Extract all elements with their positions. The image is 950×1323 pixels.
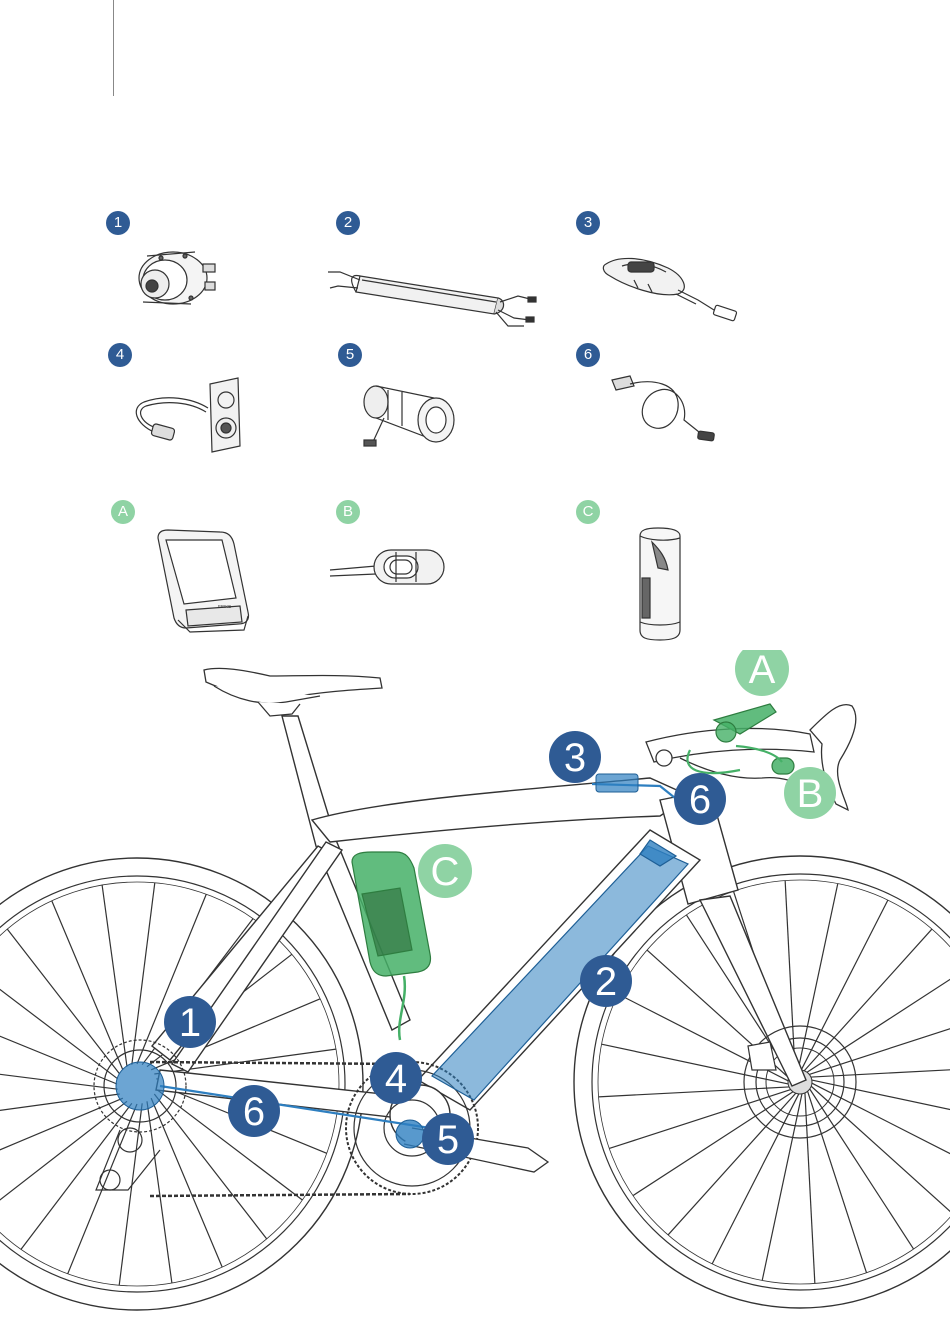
svg-text:C: C	[431, 850, 460, 894]
svg-text:6: 6	[689, 778, 711, 822]
display-brand-text: EBIKE	[218, 604, 231, 609]
highlight-control-unit	[596, 774, 638, 792]
spoke	[812, 1080, 950, 1120]
component-badge-4: 4	[108, 343, 132, 367]
spoke	[801, 900, 888, 1070]
component-badge-3: 3	[576, 211, 600, 235]
svg-text:4: 4	[385, 1057, 407, 1101]
internal-battery-icon	[322, 262, 544, 330]
charging-port-icon	[126, 374, 254, 460]
spoke	[810, 1089, 914, 1249]
spoke	[812, 1083, 950, 1170]
callout-2: 2	[580, 955, 632, 1007]
component-badge-c: C	[576, 500, 600, 524]
svg-text:5: 5	[437, 1118, 459, 1162]
callout-a: A	[735, 650, 789, 696]
remote-button-icon	[326, 540, 450, 592]
svg-text:6: 6	[243, 1090, 265, 1134]
spoke	[599, 1087, 790, 1097]
callout-4: 4	[370, 1052, 422, 1104]
spoke	[609, 1090, 790, 1149]
callout-1: 1	[164, 996, 216, 1048]
spoke	[21, 1103, 132, 1249]
control-unit-icon	[598, 250, 748, 330]
margin-rule	[113, 0, 114, 96]
svg-text:A: A	[749, 650, 776, 692]
spoke	[805, 1093, 815, 1284]
spoke	[0, 1015, 117, 1084]
callout-3: 3	[549, 731, 601, 783]
spoke	[808, 1091, 867, 1272]
component-badge-b: B	[336, 500, 360, 524]
svg-text:B: B	[797, 772, 824, 816]
component-badge-1: 1	[106, 211, 130, 235]
svg-text:3: 3	[564, 736, 586, 780]
highlight-hub-motor	[116, 1062, 164, 1110]
spoke	[52, 901, 123, 1070]
spoke	[712, 1094, 799, 1264]
callout-6-front: 6	[674, 773, 726, 825]
spoke	[7, 929, 119, 1074]
display-unit-icon: EBIKE	[148, 526, 258, 638]
highlight-sensor	[396, 1120, 424, 1148]
svg-text:2: 2	[595, 960, 617, 1004]
spoke	[147, 1101, 172, 1283]
cable-loom-icon	[604, 372, 724, 452]
spoke	[0, 1101, 127, 1213]
spoke	[132, 883, 155, 1065]
spoke	[809, 1016, 950, 1075]
spoke	[0, 968, 118, 1079]
spoke	[633, 1092, 793, 1196]
component-badge-2: 2	[336, 211, 360, 235]
callout-c: C	[418, 844, 472, 898]
spoke	[151, 1098, 222, 1267]
bottom-bracket-sensor-icon	[354, 378, 464, 460]
spoke	[102, 885, 127, 1067]
callout-5: 5	[422, 1113, 474, 1165]
component-badge-6: 6	[576, 343, 600, 367]
component-badge-a: A	[111, 500, 135, 524]
svg-text:1: 1	[179, 1001, 201, 1045]
callout-b: B	[784, 767, 836, 819]
component-badge-5: 5	[338, 343, 362, 367]
spoke	[0, 1098, 123, 1169]
range-extender-icon	[632, 526, 688, 646]
callout-6-rear: 6	[228, 1085, 280, 1137]
spoke	[807, 968, 950, 1072]
hub-motor-icon	[125, 242, 225, 312]
bike-diagram: A B C 1 2 3 4	[0, 650, 950, 1323]
saddle	[204, 668, 382, 716]
